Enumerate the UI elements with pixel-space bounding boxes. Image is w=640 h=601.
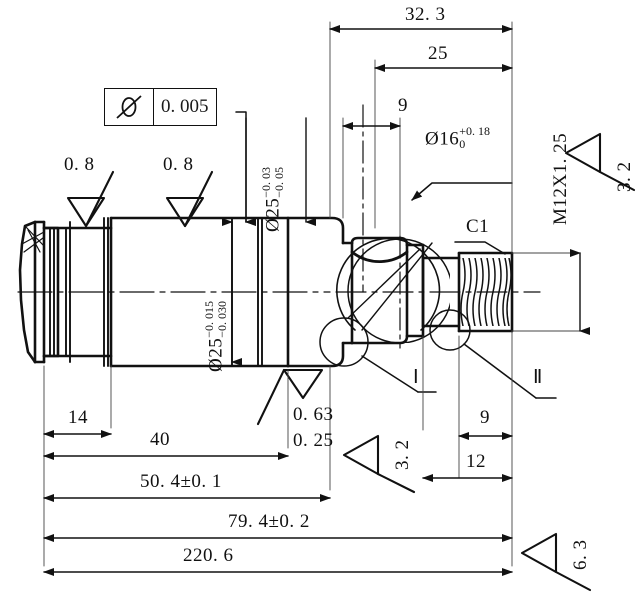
surface-finish-label-0_8-b: 0. 8: [163, 154, 194, 175]
ball-cross-lines: [347, 242, 433, 331]
threaded-end: [405, 243, 514, 338]
diameter-main-nominal: Ø25: [205, 337, 227, 372]
surface-finish-label-6_3: 6. 3: [570, 539, 591, 571]
diameter-main-plus: −0. 015: [202, 300, 216, 338]
dimension-label-12: 12: [466, 451, 486, 472]
extension-lines: [43, 21, 581, 567]
break-hatch: [21, 225, 45, 253]
geometric-tolerance-frame: 0. 005: [104, 88, 217, 126]
dimension-label-32_3: 32. 3: [405, 4, 446, 25]
diameter-upper-plus: −0. 03: [259, 166, 273, 198]
cylindricity-icon: [105, 89, 153, 125]
surface-finish-label-3_2-mid: 3. 2: [392, 439, 413, 471]
dia16-leader: [411, 182, 513, 201]
tolerance-frame-leader: [235, 111, 256, 226]
diameter-ball-nominal: Ø16: [425, 128, 460, 150]
centerline-vertical-ball: [362, 104, 401, 349]
diameter-main-minus: −0. 030: [214, 300, 229, 338]
surface-finish-6_3-bottom: [520, 532, 592, 592]
surface-finish-3_2-right: [564, 132, 636, 192]
dimension-label-220_6: 220. 6: [183, 545, 234, 566]
chamfer-label: C1: [466, 216, 490, 237]
diameter-label-main: Ø25−0. 015−0. 030: [202, 300, 230, 372]
detail-label-II: Ⅱ: [533, 367, 543, 388]
diameter-upper-minus: −0. 05: [271, 166, 286, 198]
surface-finish-0_8-b: [165, 170, 214, 228]
dimension-label-14: 14: [68, 407, 88, 428]
diameter-ball-plus: +0. 18: [459, 124, 491, 138]
surface-finish-0_8-a: [66, 170, 115, 228]
dimension-label-9-right: 9: [480, 407, 490, 428]
surface-finish-label-3_2-right: 3. 2: [614, 161, 635, 193]
diameter-label-upper: Ø25−0. 03−0. 05: [259, 166, 287, 232]
detail-circle-II: [429, 309, 557, 399]
surface-finish-0_63-0_25: [256, 368, 324, 426]
dimension-lines: [43, 25, 590, 576]
diameter-upper-nominal: Ø25: [262, 197, 284, 232]
surface-finish-3_2-mid: [342, 434, 416, 494]
thread-spec-label: M12X1. 25: [550, 132, 571, 225]
tolerance-value: 0. 005: [153, 89, 216, 125]
dimension-label-50_4: 50. 4±0. 1: [140, 471, 222, 492]
cylindricity-symbol-glyph: [116, 95, 142, 119]
chamfer-leader: [454, 241, 506, 255]
surface-finish-label-0_63: 0. 63: [293, 404, 334, 425]
detail-label-I: Ⅰ: [413, 367, 420, 388]
dimension-label-79_4: 79. 4±0. 2: [228, 511, 310, 532]
surface-finish-label-0_25: 0. 25: [293, 430, 334, 451]
dimension-label-40: 40: [150, 429, 170, 450]
dimension-label-25: 25: [428, 43, 448, 64]
detail-circle-I: [319, 317, 437, 393]
surface-finish-label-0_8-a: 0. 8: [64, 154, 95, 175]
dimension-label-9-top: 9: [398, 95, 408, 116]
diameter-ball-minus: 0: [459, 136, 466, 151]
